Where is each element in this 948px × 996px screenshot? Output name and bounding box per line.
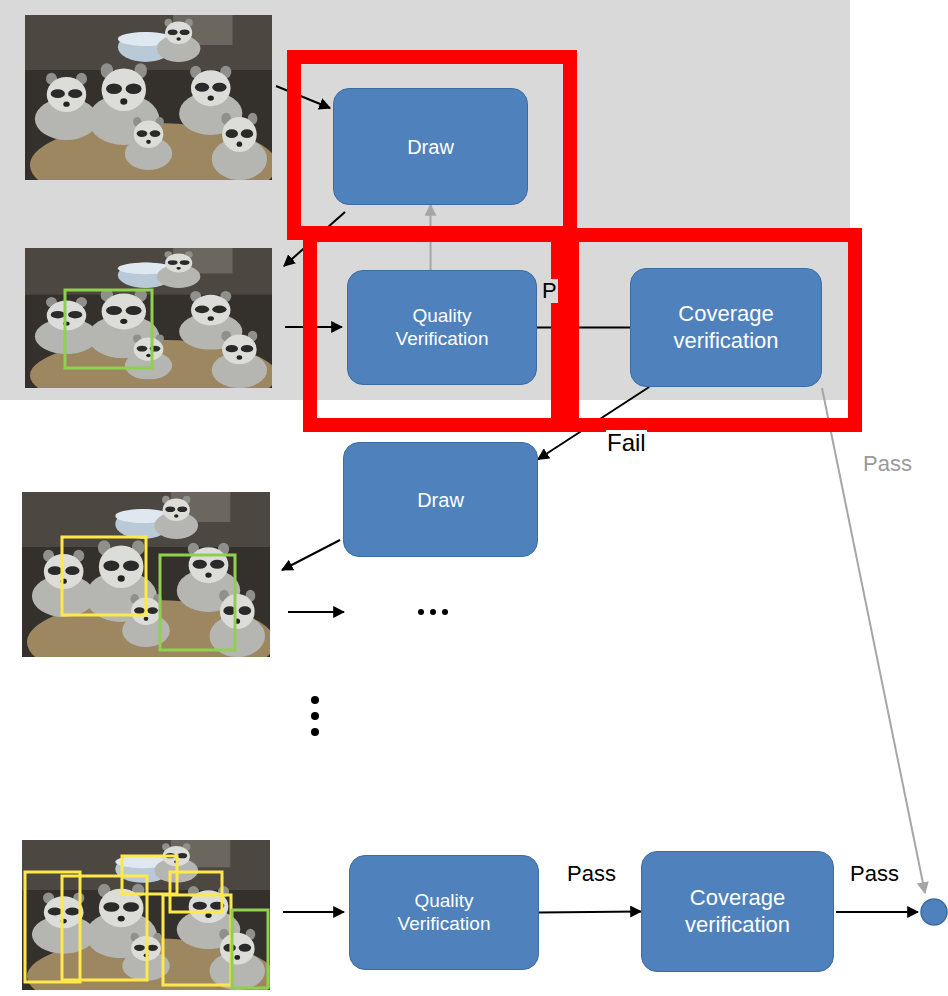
bounding-box [160,555,235,650]
edge-label: P [541,279,558,303]
flow-arrows [276,86,918,912]
flow-arrow [282,540,340,570]
raccoon-photo [25,248,277,411]
flow-arrow [283,911,344,913]
dot [311,712,319,720]
red-highlights [294,57,855,425]
process-box: Quality Verification [347,270,537,385]
highlight-box [572,235,855,425]
edge-label: Fail [606,430,647,456]
flow-arrow [836,911,918,913]
process-box: Coverage verification [641,851,834,972]
flow-arrow [276,86,330,108]
flow-arrow [288,611,344,613]
highlight-box [310,235,558,425]
flow-arrow [284,212,345,266]
flow-label: Pass [849,862,900,886]
dot [442,609,448,615]
box-label: Draw [407,135,454,159]
flow-label: Pass [862,452,913,476]
edge-label: Pass [566,862,617,886]
photo-group [22,15,277,996]
bounding-box [62,876,147,980]
bounding-box [232,910,268,988]
highlight-box [294,57,570,233]
box-label: Quality Verification [379,890,509,936]
box-label: Coverage verification [644,301,809,354]
process-box: Quality Verification [349,855,539,970]
flow-arrow [285,326,342,328]
flow-connector [539,912,641,913]
bounding-box [62,537,146,615]
pass-arrow [822,388,925,893]
raccoon-photo [25,15,277,207]
flow-connector [538,387,649,459]
end-circle [921,899,947,925]
dot [430,609,436,615]
box-label: Coverage verification [655,885,820,938]
dot [311,696,319,704]
bounding-box [65,290,152,368]
bounding-box [170,872,222,912]
raccoon-photo [22,840,275,996]
dot [418,609,424,615]
ellipsis-dots [311,609,448,736]
process-box: Draw [343,442,538,557]
bounding-box [163,895,231,985]
process-box: Draw [333,88,528,205]
box-label: Quality Verification [377,305,507,351]
flow-connector [430,205,432,270]
highlight-panel [0,0,850,400]
raccoon-photo [22,492,275,684]
bounding-box [122,856,177,894]
box-label: Draw [417,488,464,512]
flow-connector [537,327,630,329]
process-box: Coverage verification [630,268,822,387]
bounding-boxes [25,290,268,988]
bounding-box [25,872,80,982]
dot [311,728,319,736]
